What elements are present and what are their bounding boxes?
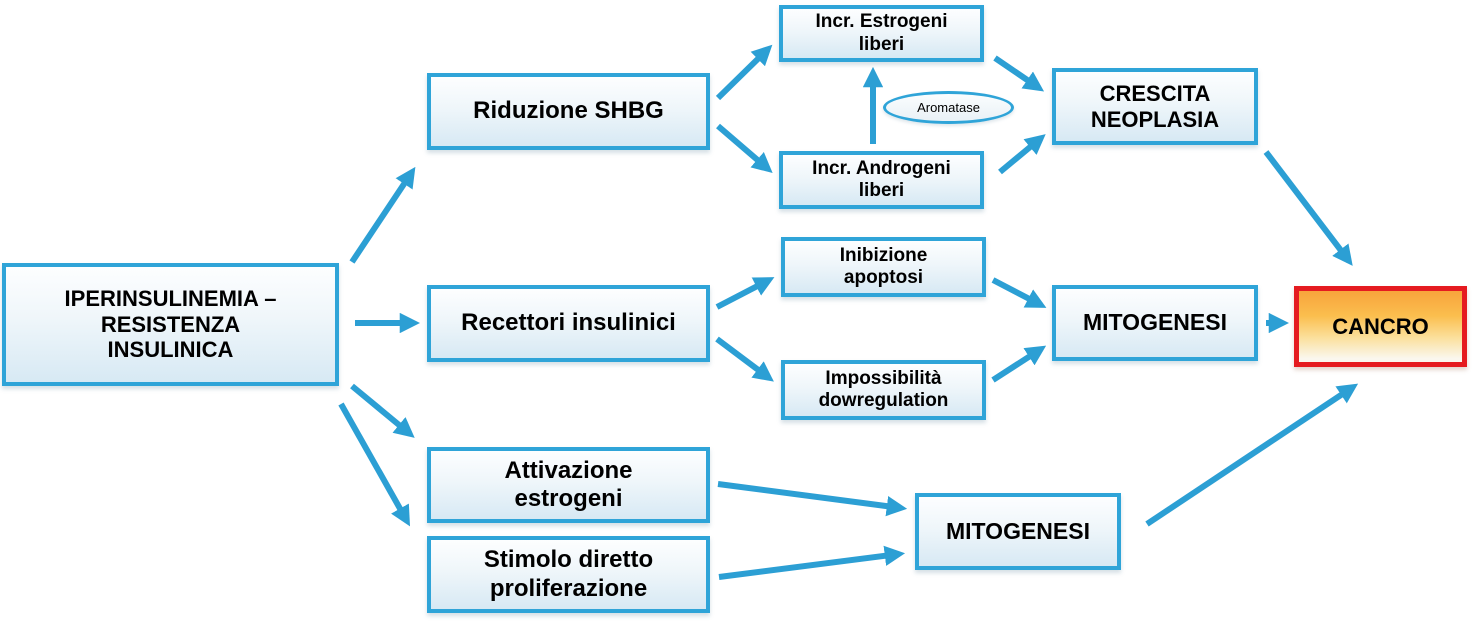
node-inibizione-apoptosi: Inibizione apoptosi — [781, 237, 986, 297]
node-mitogenesi-lower: MITOGENESI — [915, 493, 1121, 570]
arrow-estrogeni-to-crescita — [993, 55, 1045, 92]
node-label: Impossibilità dowregulation — [818, 367, 949, 411]
node-label: Incr. Androgeni liberi — [812, 157, 951, 201]
node-incr-estrogeni-liberi: Incr. Estrogeni liberi — [779, 5, 984, 62]
arrow-riduzione-to-incr-androgeni — [716, 123, 773, 173]
node-incr-androgeni-liberi: Incr. Androgeni liberi — [779, 151, 984, 209]
node-label: Recettori insulinici — [461, 309, 676, 337]
arrow-source-to-riduzione-shbg — [349, 166, 416, 264]
node-label: Riduzione SHBG — [473, 97, 664, 125]
node-label: Incr. Estrogeni liberi — [815, 11, 948, 55]
arrow-impossibilita-to-mitogenesi1 — [991, 345, 1047, 383]
node-crescita-neoplasia: CRESCITA NEOPLASIA — [1052, 68, 1258, 145]
arrow-source-to-attivazione — [350, 383, 415, 438]
node-label: Stimolo diretto proliferazione — [483, 546, 654, 602]
arrow-recettori-to-impossibilita — [715, 336, 774, 382]
arrow-mitogenesi2-to-cancro — [1145, 383, 1359, 527]
node-label: Inibizione apoptosi — [839, 244, 928, 288]
node-label: IPERINSULINEMIA – RESISTENZA INSULINICA — [64, 285, 277, 363]
node-recettori-insulinici: Recettori insulinici — [427, 285, 710, 362]
node-label: MITOGENESI — [1083, 309, 1227, 336]
node-label: Aromatase — [917, 100, 980, 115]
arrow-crescita-to-cancro — [1263, 150, 1353, 266]
node-label: Attivazione estrogeni — [504, 456, 633, 512]
arrow-inibizione-to-mitogenesi1 — [991, 277, 1047, 308]
arrow-riduzione-to-incr-estrogeni — [715, 44, 773, 101]
node-iperinsulinemia-resistenza-insulinica: IPERINSULINEMIA – RESISTENZA INSULINICA — [2, 263, 339, 386]
node-attivazione-estrogeni: Attivazione estrogeni — [427, 447, 710, 523]
node-aromatase: Aromatase — [883, 91, 1014, 124]
arrow-stimolo-to-mitogenesi2 — [718, 545, 906, 580]
arrow-recettori-to-inibizione — [715, 277, 775, 310]
arrow-androgeni-to-crescita — [998, 134, 1046, 175]
node-mitogenesi-upper: MITOGENESI — [1052, 285, 1258, 361]
arrow-attivazione-to-mitogenesi2 — [717, 481, 908, 517]
node-riduzione-shbg: Riduzione SHBG — [427, 73, 710, 150]
node-label: CANCRO — [1332, 313, 1429, 339]
node-stimolo-diretto-proliferazione: Stimolo diretto proliferazione — [427, 536, 710, 613]
node-label: MITOGENESI — [946, 517, 1090, 544]
arrow-source-to-stimolo — [338, 402, 411, 527]
node-label: CRESCITA NEOPLASIA — [1090, 80, 1220, 132]
node-impossibilita-dowregulation: Impossibilità dowregulation — [781, 360, 986, 420]
node-cancro: CANCRO — [1294, 286, 1467, 367]
